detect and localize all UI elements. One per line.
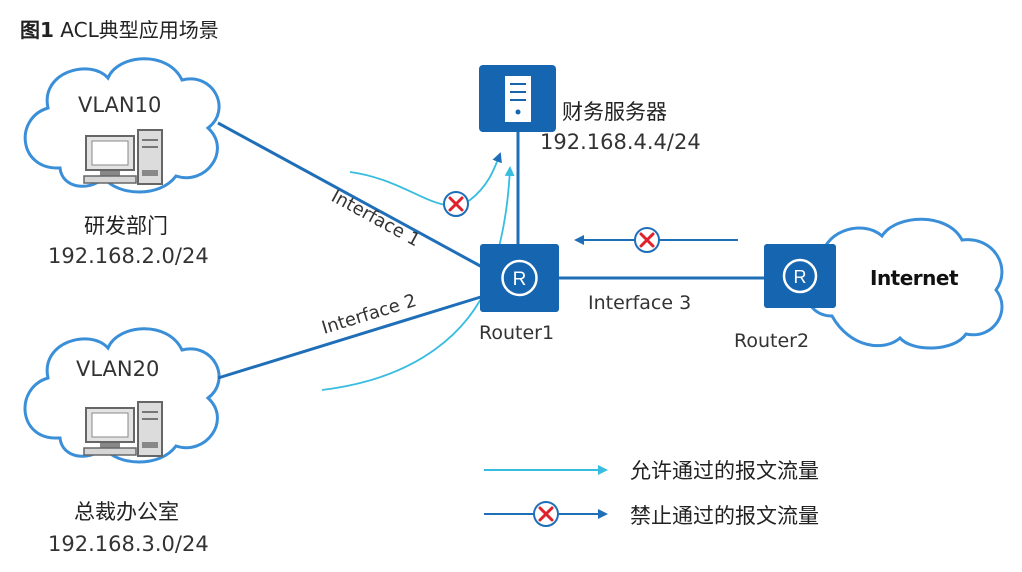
interface-3-label: Interface 3	[588, 292, 692, 314]
server-name-label: 财务服务器	[562, 100, 667, 124]
vlan10-dept-label: 研发部门	[84, 214, 168, 238]
link-vlan10-router1	[217, 121, 485, 270]
router1-glyph: R	[513, 269, 527, 290]
router2-glyph: R	[794, 267, 807, 287]
internet-label: Internet	[870, 266, 959, 290]
link-vlan20-router1	[217, 294, 485, 380]
deny-mark-icon	[443, 191, 469, 217]
vlan10-label: VLAN10	[78, 93, 162, 117]
router-icon: R	[764, 244, 836, 308]
deny-mark-icon	[533, 501, 559, 527]
router-icon: R	[480, 244, 559, 312]
vlan20-subnet-label: 192.168.3.0/24	[48, 532, 209, 556]
figure-title: 图1 ACL典型应用场景	[20, 14, 219, 43]
interface-1-label: Interface 1	[328, 186, 424, 251]
figure-caption: ACL典型应用场景	[60, 18, 219, 42]
vlan20-cloud	[23, 327, 221, 464]
legend-deny-arrow	[484, 501, 608, 527]
router2-label: Router2	[734, 330, 810, 352]
flow-vlan10-to-server-denied	[349, 152, 502, 207]
links	[217, 121, 764, 380]
vlan10-cloud	[23, 57, 221, 194]
server-ip-label: 192.168.4.4/24	[540, 130, 701, 154]
desktop-pc-icon	[83, 129, 163, 185]
deny-mark-icon	[634, 227, 660, 253]
desktop-pc-icon	[83, 401, 163, 457]
server-icon	[479, 65, 556, 132]
router1-label: Router1	[479, 322, 555, 344]
legend-deny-label: 禁止通过的报文流量	[630, 504, 819, 528]
vlan20-label: VLAN20	[76, 357, 160, 381]
figure-number: 图1	[20, 18, 54, 42]
vlan20-dept-label: 总裁办公室	[74, 500, 179, 524]
legend-allow-label: 允许通过的报文流量	[630, 459, 819, 483]
vlan10-subnet-label: 192.168.2.0/24	[48, 244, 209, 268]
